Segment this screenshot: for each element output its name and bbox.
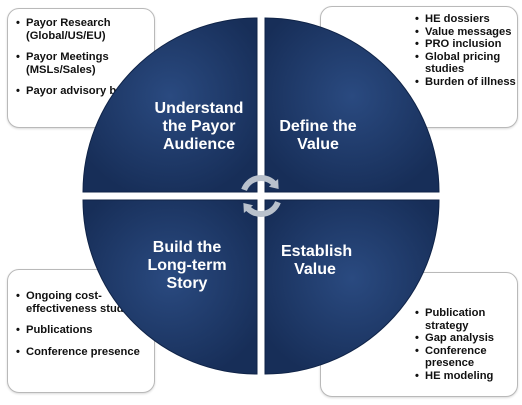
quadrant-build bbox=[82, 199, 258, 375]
quadrant-understand bbox=[82, 17, 258, 193]
list-item: Conference presence bbox=[415, 345, 517, 370]
list-item: HE modeling bbox=[415, 370, 517, 383]
list-item: Payor Meetings (MSLs/Sales) bbox=[16, 51, 154, 76]
list-item: PRO inclusion bbox=[415, 38, 517, 51]
list-item: Global pricing studies bbox=[415, 51, 517, 76]
list-item: HE dossiers bbox=[415, 13, 517, 26]
cycle-arrow-head bbox=[243, 202, 254, 213]
quadrant-establish bbox=[264, 199, 440, 375]
list-item: Gap analysis bbox=[415, 332, 517, 345]
list-item: Burden of illness bbox=[415, 76, 517, 89]
quadrant-label-build: Build the Long-term Story bbox=[147, 239, 227, 292]
list-item: Ongoing cost-effectiveness studies bbox=[16, 290, 154, 315]
quadrant-label-understand: Understand the Payor Audience bbox=[154, 100, 244, 153]
list-item: Publication strategy bbox=[415, 307, 517, 332]
quadrant-define bbox=[264, 17, 440, 193]
cycle-arrow-arc bbox=[241, 175, 278, 192]
quadrant-label-establish: Establish Value bbox=[281, 243, 353, 278]
cycle-arrow-arc bbox=[244, 200, 281, 217]
cycle-arrows-icon bbox=[241, 175, 281, 217]
cycle-arrow-head bbox=[268, 179, 279, 190]
list-item: Publications bbox=[16, 324, 154, 337]
list-item: Value messages bbox=[415, 26, 517, 39]
callout-box-bottom-left: Ongoing cost-effectiveness studies Publi… bbox=[7, 269, 155, 393]
list-item: Payor Research (Global/US/EU) bbox=[16, 17, 154, 42]
quadrant-label-define: Define the Value bbox=[279, 118, 357, 153]
list-item: Conference presence bbox=[16, 346, 154, 359]
